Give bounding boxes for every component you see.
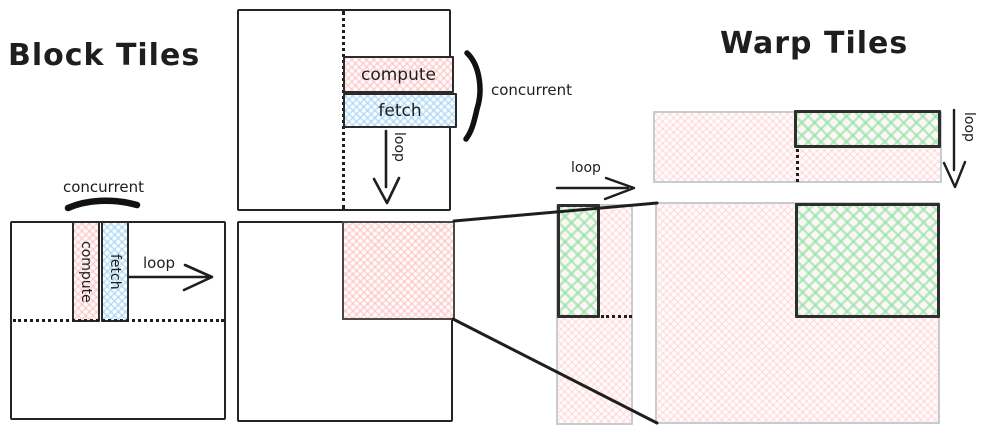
block-tile-highlight	[342, 221, 455, 320]
fetch-box: fetch	[343, 93, 457, 128]
fetch-bar: fetch	[101, 221, 129, 322]
curly-brace-icon	[463, 50, 483, 142]
compute-bar-label: compute	[78, 240, 94, 303]
fetch-bar-label: fetch	[107, 253, 123, 290]
down-arrow-icon	[942, 108, 967, 189]
warp-bar-dotted-divider	[796, 149, 799, 182]
block-square-dotted-divider	[13, 319, 224, 322]
warp-bar-highlight	[794, 110, 941, 148]
right-arrow-icon	[127, 263, 214, 292]
compute-box-label: compute	[361, 64, 436, 85]
loop-label-warp-column: loop	[571, 160, 601, 176]
block-tiles-title: Block Tiles	[8, 38, 201, 73]
down-arrow-icon	[372, 129, 401, 205]
loop-label-warp-bar: loop	[961, 112, 977, 142]
compute-box: compute	[343, 56, 454, 93]
concurrent-label-middle: concurrent	[491, 81, 573, 99]
warp-column-dotted-divider	[601, 315, 632, 318]
underline-arc-icon	[64, 197, 141, 212]
warp-tiles-title: Warp Tiles	[720, 26, 909, 61]
loop-label-left: loop	[143, 254, 176, 272]
loop-label-middle: loop	[391, 132, 407, 162]
concurrent-label-left: concurrent	[63, 178, 145, 196]
fetch-box-label: fetch	[378, 100, 422, 121]
warp-column-highlight	[557, 204, 600, 318]
compute-bar: compute	[72, 221, 100, 322]
right-arrow-icon	[555, 176, 636, 201]
warp-big-highlight	[795, 203, 940, 318]
